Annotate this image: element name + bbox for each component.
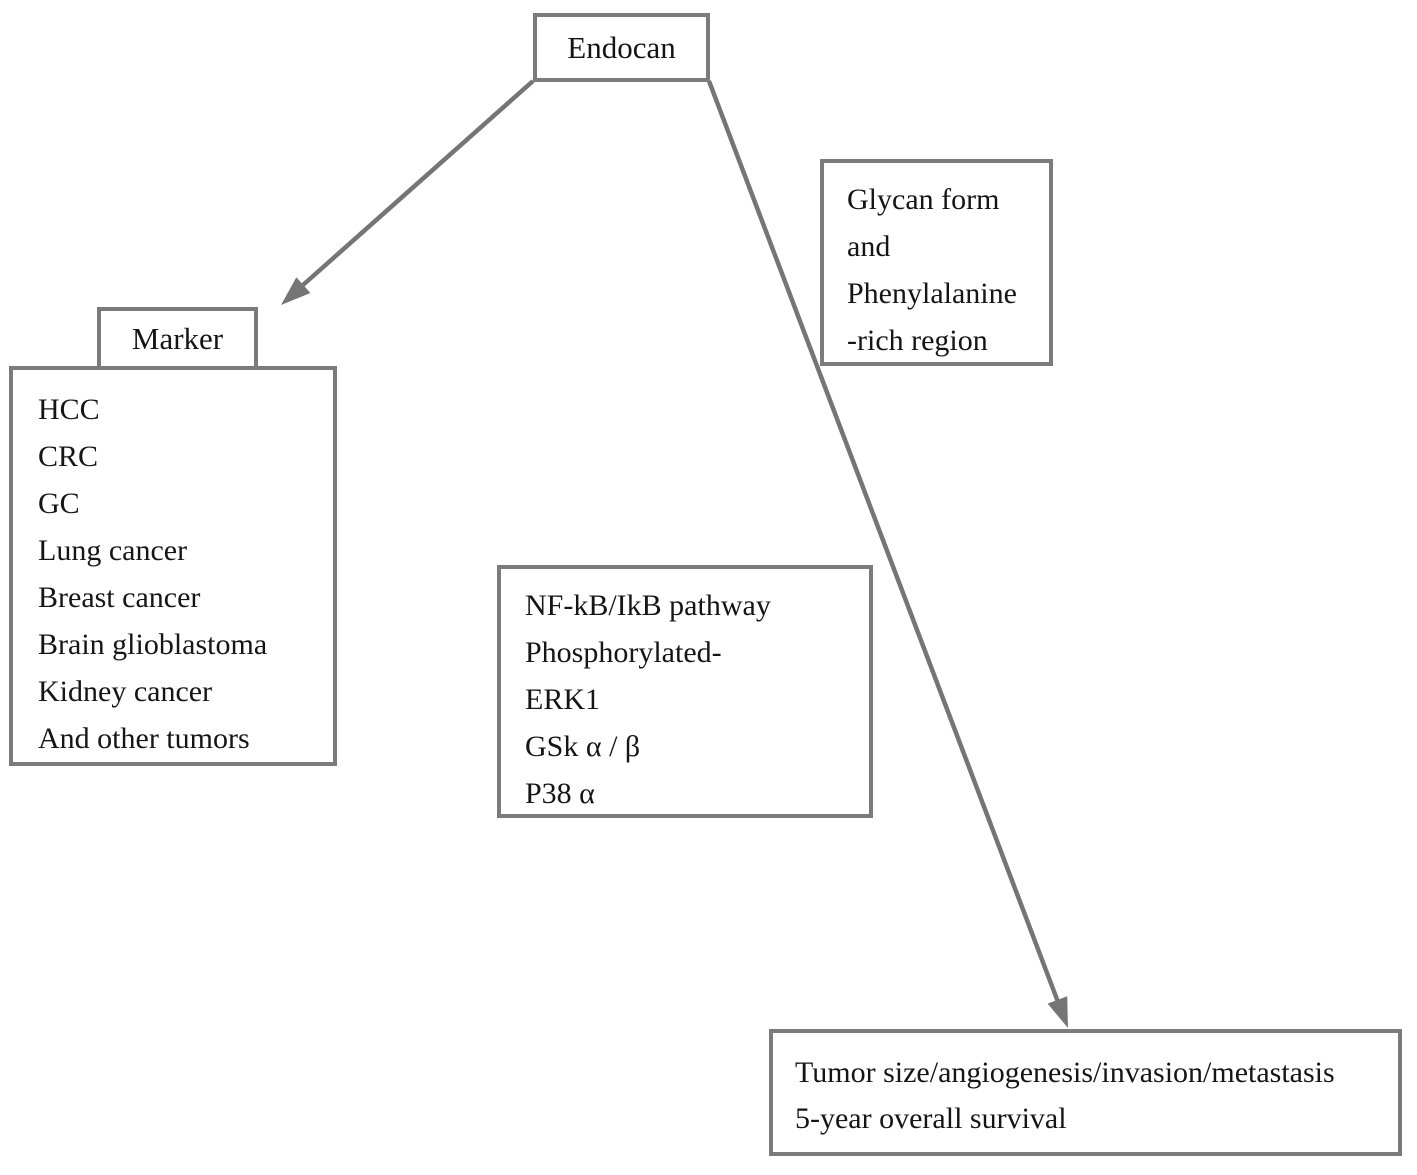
signaling-pathway-line: ERK1 <box>525 683 600 716</box>
glycan-region-line: Glycan form <box>847 183 1000 216</box>
tumor-list-box: HCC CRC GC Lung cancer Breast cancer Bra… <box>9 366 337 766</box>
arrow-endocan-to-marker-head <box>281 277 311 305</box>
tumor-list-item: Breast cancer <box>38 581 201 614</box>
signaling-pathway-box: NF-kB/IkB pathway Phosphorylated- ERK1 G… <box>497 565 873 818</box>
glycan-region-line: -rich region <box>847 324 988 357</box>
tumor-list-item: And other tumors <box>38 722 250 755</box>
tumor-list-item: Kidney cancer <box>38 675 213 708</box>
tumor-list-item: CRC <box>38 440 99 473</box>
tumor-list-item: Brain glioblastoma <box>38 628 268 661</box>
tumor-list-item: HCC <box>38 393 100 426</box>
glycan-region-box: Glycan form and Phenylalanine -rich regi… <box>820 159 1053 366</box>
clinical-outcome-line: 5-year overall survival <box>795 1102 1067 1135</box>
glycan-region-line: Phenylalanine <box>847 277 1017 310</box>
arrow-endocan-to-outcome-head <box>1047 996 1068 1028</box>
endocan-box: Endocan <box>533 13 710 82</box>
marker-box: Marker <box>97 307 258 370</box>
signaling-pathway-line: Phosphorylated- <box>525 636 722 669</box>
clinical-outcome-line: Tumor size/angiogenesis/invasion/metasta… <box>795 1056 1335 1089</box>
arrow-endocan-to-marker-line <box>301 79 535 287</box>
glycan-region-line: and <box>847 230 891 263</box>
signaling-pathway-line: P38 α <box>525 777 595 810</box>
signaling-pathway-line: NF-kB/IkB pathway <box>525 589 771 622</box>
marker-label: Marker <box>131 321 224 356</box>
endocan-label: Endocan <box>567 30 676 65</box>
tumor-list-item: Lung cancer <box>38 534 188 567</box>
clinical-outcome-box: Tumor size/angiogenesis/invasion/metasta… <box>769 1029 1402 1156</box>
tumor-list-item: GC <box>38 487 80 520</box>
signaling-pathway-line: GSk α / β <box>525 730 641 763</box>
